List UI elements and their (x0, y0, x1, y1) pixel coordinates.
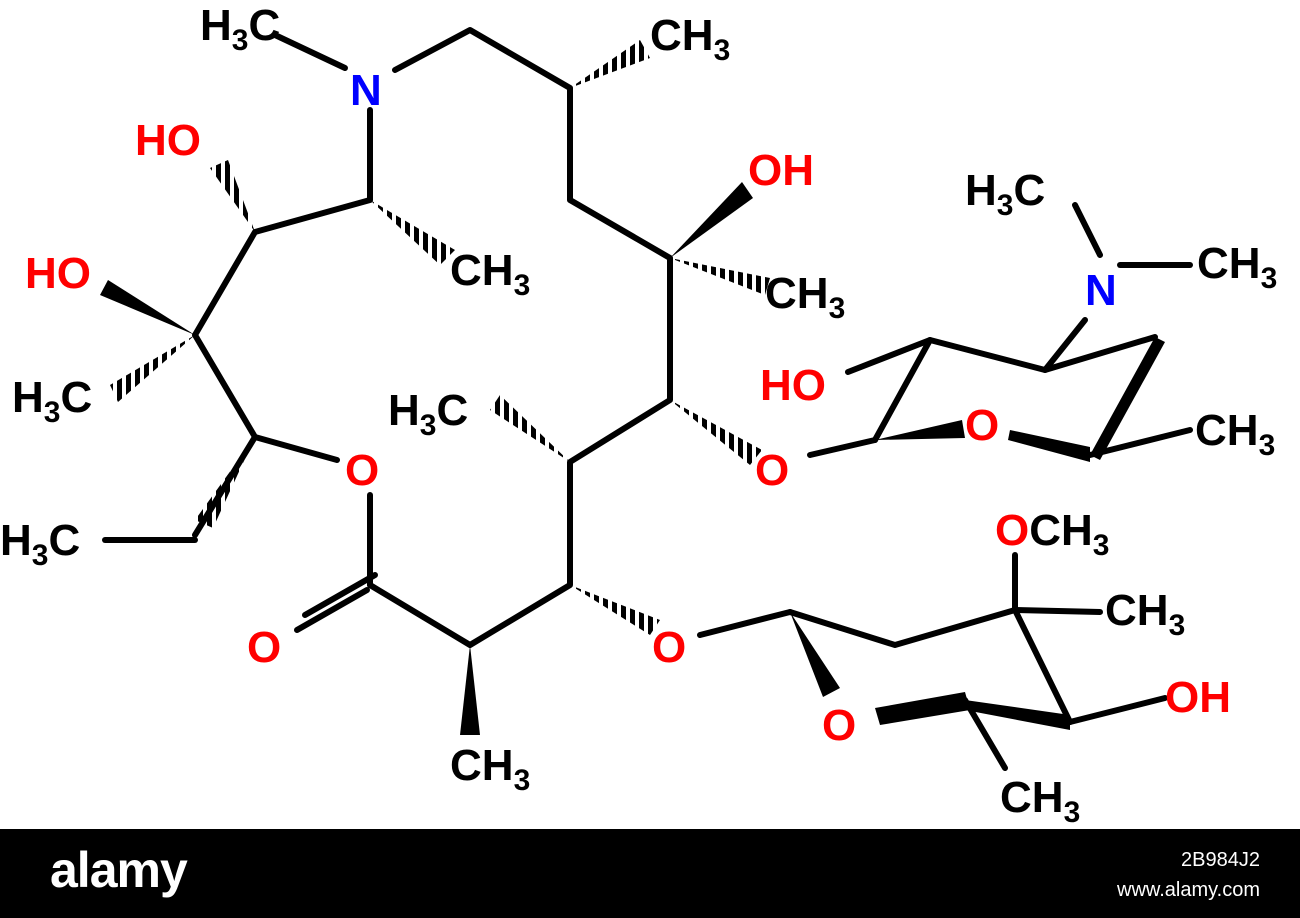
n-methyl-label: H3C (200, 1, 280, 57)
cladinose-ring-oxygen-label: O (822, 701, 856, 750)
site-url: www.alamy.com (1117, 879, 1260, 901)
methyl-bottom-right-label: CH3 (1000, 773, 1080, 829)
ring-nitrogen-label: N (350, 66, 382, 115)
amino-nitrogen-label: N (1085, 266, 1117, 315)
top-methyl-label: CH3 (650, 11, 730, 67)
glycoside-oxygen-upper-label: O (755, 446, 789, 495)
hydroxyl-left-label: HO (25, 249, 91, 298)
watermark-footer: alamy 2B984J2 www.alamy.com (0, 829, 1300, 918)
glycoside-oxygen-lower-label: O (652, 623, 686, 672)
atom-labels: H3C N CH3 HO HO CH3 H3C OH CH3 H3C N CH3… (0, 1, 1277, 829)
h3c-center-label: H3C (388, 386, 468, 442)
image-id: 2B984J2 (1181, 849, 1260, 871)
methyl-right-center-label: CH3 (765, 269, 845, 325)
sugar-methyl-label: CH3 (1195, 406, 1275, 462)
sugar-ring-oxygen-label: O (965, 401, 999, 450)
methyl-upper-mid-label: CH3 (450, 246, 530, 302)
ester-ring-oxygen-label: O (345, 446, 379, 495)
brand-logo: alamy (50, 842, 188, 898)
amino-methyl-left-label: H3C (965, 166, 1045, 222)
hydroxyl-upper-left-label: HO (135, 116, 201, 165)
h3c-left-label: H3C (12, 373, 92, 429)
molecule-diagram: H3C N CH3 HO HO CH3 H3C OH CH3 H3C N CH3… (0, 1, 1277, 829)
amino-methyl-right-label: CH3 (1197, 239, 1277, 295)
ethyl-h3c-label: H3C (0, 516, 80, 572)
wedge-bonds (100, 182, 1165, 735)
hydroxyl-top-center-label: OH (748, 146, 814, 195)
methoxy-label: OCH3 (995, 506, 1109, 562)
hashed-bonds (110, 40, 770, 635)
cladinose-hydroxyl-label: OH (1165, 673, 1231, 722)
cladinose-methyl-label: CH3 (1105, 586, 1185, 642)
bonds (102, 27, 1193, 771)
sugar-hydroxyl-label: HO (760, 361, 826, 410)
carbonyl-oxygen-label: O (247, 623, 281, 672)
methyl-bottom-center-label: CH3 (450, 741, 530, 797)
